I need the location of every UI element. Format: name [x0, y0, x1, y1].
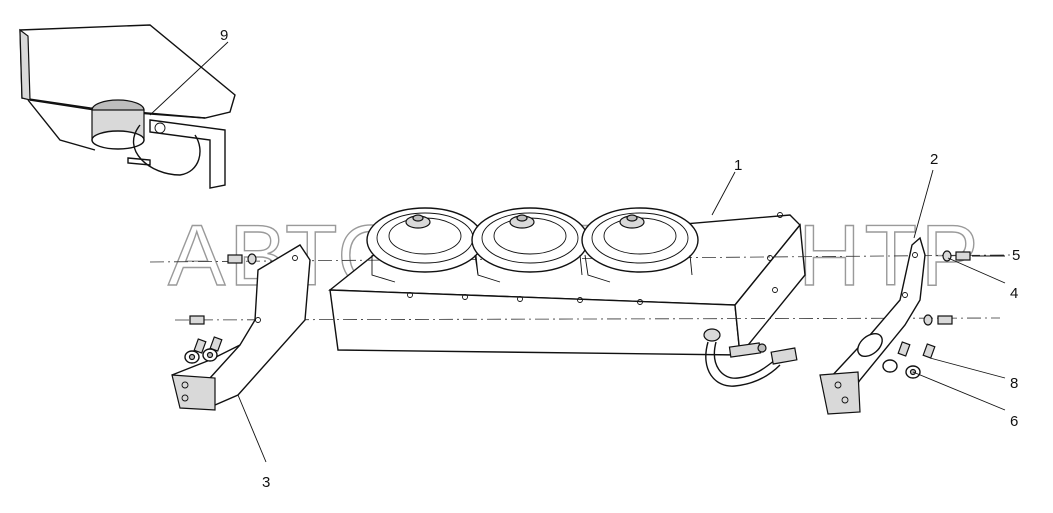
callout-8: 8	[1010, 375, 1018, 392]
callout-4: 4	[1010, 285, 1018, 302]
leader-9	[149, 41, 229, 116]
fan-left	[366, 207, 484, 283]
callout-1: 1	[734, 157, 742, 174]
inset-detail	[19, 24, 236, 189]
bracket-right	[819, 236, 926, 415]
leader-4	[947, 257, 1006, 284]
leader-3	[237, 394, 267, 463]
fan-middle	[471, 207, 589, 283]
leader-8	[929, 357, 1006, 379]
fan-right	[581, 207, 699, 283]
callout-3: 3	[262, 474, 270, 491]
callout-9: 9	[220, 27, 228, 44]
leader-6	[912, 371, 1006, 411]
fasteners-right	[882, 250, 971, 379]
hose-assembly	[703, 328, 798, 387]
callout-5: 5	[1012, 247, 1020, 264]
leader-2	[913, 169, 934, 239]
bracket-left	[171, 244, 311, 411]
fasteners-left	[184, 253, 257, 364]
callout-2: 2	[930, 151, 938, 168]
callout-6: 6	[1010, 413, 1018, 430]
leader-1	[711, 171, 736, 216]
